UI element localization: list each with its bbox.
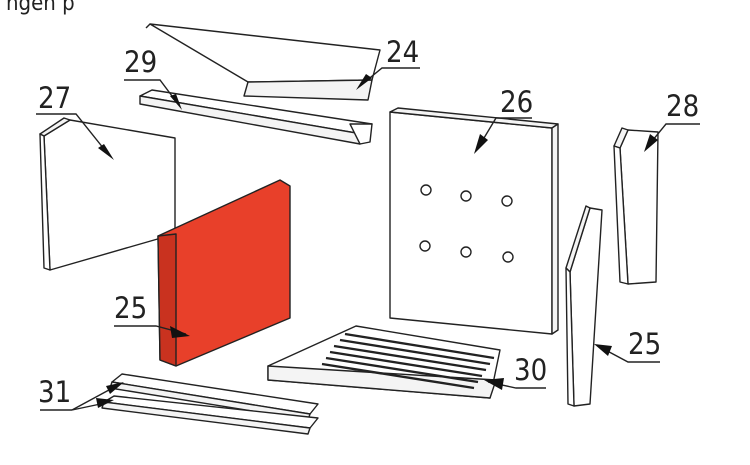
callout-29 [124,79,182,110]
callout-28 [644,123,700,152]
callout-25b [594,344,660,363]
callout-25a [114,325,190,338]
part-28-right-brick [613,127,659,285]
label-25-side: 25 [628,327,661,361]
hole [502,251,514,263]
callout-31 [40,382,124,411]
part-24-deflector [145,23,381,101]
label-24: 24 [386,35,419,69]
label-25-highlighted: 25 [114,291,147,325]
part-26-back-plate [389,107,559,335]
header-fragment: ngen p [6,0,75,16]
label-29: 29 [124,45,157,79]
label-26: 26 [500,85,533,119]
part-27-left-brick [39,117,176,271]
callout-26 [474,117,532,154]
arrow-head [644,134,658,152]
part-25-side-brick [565,205,603,407]
part-25-highlighted-brick [157,179,291,367]
hole [501,195,513,207]
hole [419,240,431,252]
arrow-head [106,382,124,394]
part-30-grate [267,325,501,399]
hole [460,246,472,258]
callout-27 [36,113,114,160]
callout-30 [484,378,546,390]
label-27: 27 [38,81,71,115]
hole [460,190,472,202]
arrow-head [170,326,190,338]
arrow-head [356,74,372,90]
arrow-head [98,144,114,160]
hole [420,184,432,196]
label-28: 28 [666,89,699,123]
arrow-head [484,378,504,390]
part-29-rail [139,89,373,145]
callout-24 [356,67,420,90]
arrow-head [594,344,612,356]
arrow-head [96,398,114,408]
part-31-rails [101,373,319,435]
arrow-head [474,134,488,154]
label-31: 31 [38,375,71,409]
label-30: 30 [514,353,547,387]
arrow-head [170,94,182,110]
